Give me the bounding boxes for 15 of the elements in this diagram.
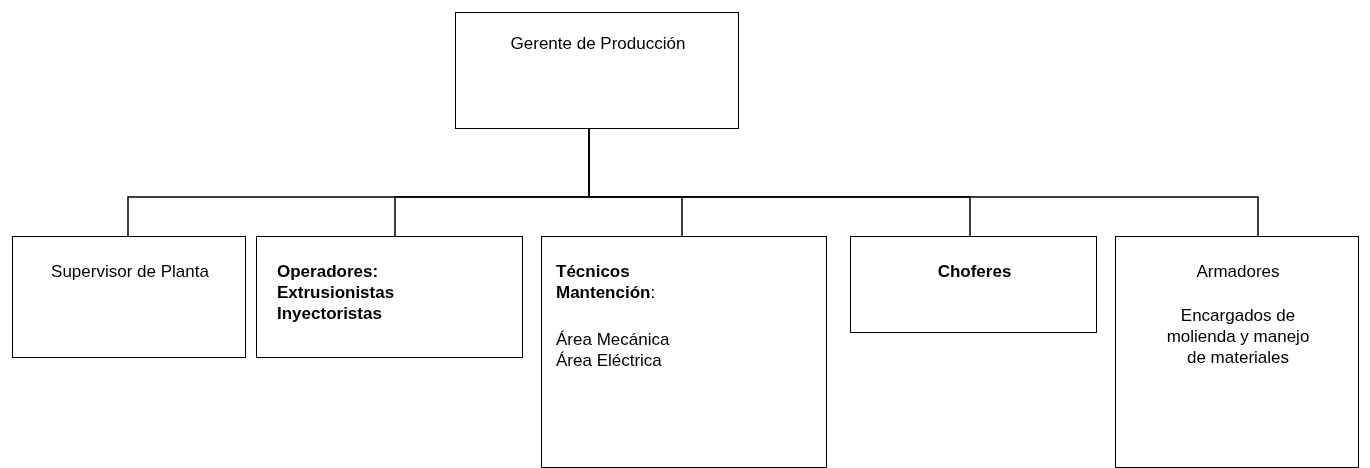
role-detail: Área Eléctrica xyxy=(556,350,663,371)
role-title: Choferes xyxy=(936,261,1013,282)
role-title: Armadores xyxy=(1195,261,1281,282)
org-box xyxy=(455,12,739,129)
role-title: Gerente de Producción xyxy=(509,33,687,54)
role-detail: Encargados de molienda y manejo de materiales xyxy=(1165,305,1311,368)
role-title: Técnicos Mantención: xyxy=(556,261,657,303)
role-detail: Área Mecánica xyxy=(556,329,671,350)
org-box xyxy=(256,236,523,358)
org-box xyxy=(850,236,1097,333)
role-title: Operadores: Extrusionistas Inyectoristas xyxy=(277,261,396,324)
org-box xyxy=(12,236,246,358)
org-box xyxy=(1115,236,1359,468)
role-title: Supervisor de Planta xyxy=(50,261,210,282)
org-box xyxy=(541,236,827,468)
